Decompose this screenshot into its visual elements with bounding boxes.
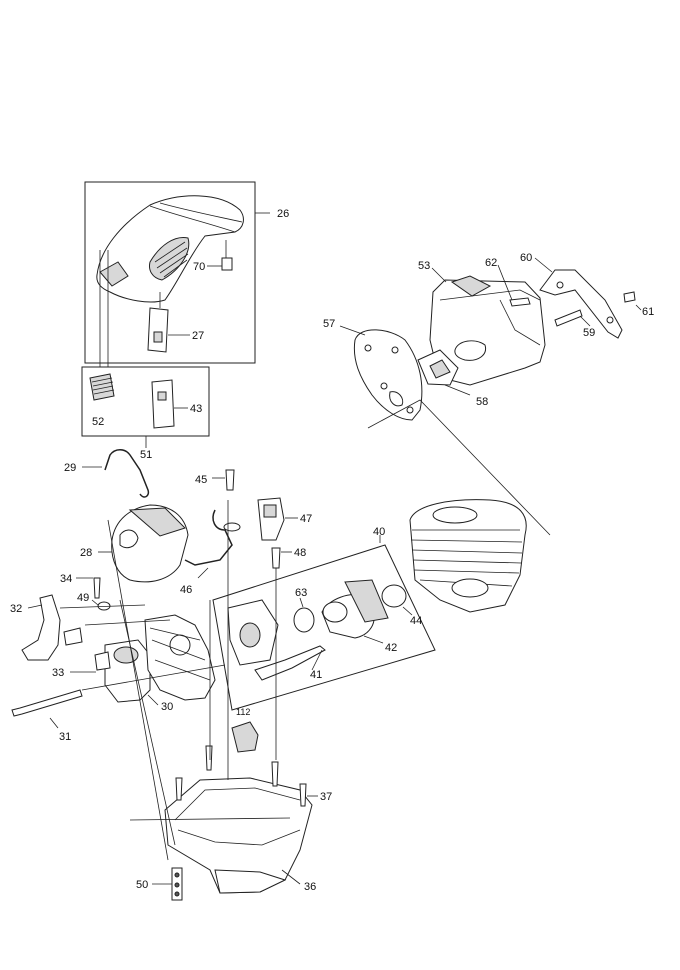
plate-57 bbox=[353, 329, 423, 421]
callout-61: 61 bbox=[642, 306, 654, 318]
callout-26: 26 bbox=[277, 208, 289, 220]
intake-box bbox=[212, 544, 436, 711]
callout-29: 29 bbox=[64, 462, 76, 474]
hose-46 bbox=[184, 509, 233, 566]
left-parts-group bbox=[11, 449, 226, 729]
callout-37: 37 bbox=[320, 791, 332, 803]
callout-52: 52 bbox=[92, 416, 104, 428]
callout-44: 44 bbox=[410, 615, 422, 627]
screw-34 bbox=[93, 577, 101, 599]
muffler-group bbox=[339, 257, 642, 536]
screw-37d bbox=[299, 783, 307, 807]
callout-47: 47 bbox=[300, 513, 312, 525]
callout-46: 46 bbox=[180, 584, 192, 596]
callout-30: 30 bbox=[161, 701, 173, 713]
tank-group bbox=[107, 500, 318, 901]
callout-43: 43 bbox=[190, 403, 202, 415]
callout-50: 50 bbox=[136, 879, 148, 891]
callout-60: 60 bbox=[520, 252, 532, 264]
screw-45 bbox=[225, 469, 235, 491]
callout-63: 63 bbox=[295, 587, 307, 599]
knob-70 bbox=[221, 257, 233, 271]
top-cover-box bbox=[84, 181, 256, 364]
spring-29 bbox=[104, 449, 150, 498]
callout-112: 112 bbox=[236, 707, 250, 717]
callout-59: 59 bbox=[583, 327, 595, 339]
callout-62: 62 bbox=[485, 257, 497, 269]
callout-53: 53 bbox=[418, 260, 430, 272]
callout-33: 33 bbox=[52, 667, 64, 679]
ring-63 bbox=[293, 607, 315, 633]
cylinder-group bbox=[409, 499, 527, 613]
filter-group bbox=[81, 366, 210, 448]
callout-51: 51 bbox=[140, 449, 152, 461]
clamp-44 bbox=[381, 584, 407, 608]
screw-37c bbox=[271, 761, 279, 787]
callout-48: 48 bbox=[294, 547, 306, 559]
callout-57: 57 bbox=[323, 318, 335, 330]
callout-27: 27 bbox=[192, 330, 204, 342]
nut-61 bbox=[623, 291, 636, 303]
flange-plate bbox=[344, 579, 389, 623]
callout-70: 70 bbox=[193, 261, 205, 273]
screw-37a bbox=[175, 777, 183, 801]
screw-37b bbox=[205, 745, 213, 771]
carburetor bbox=[144, 614, 216, 701]
intake-group bbox=[212, 535, 436, 711]
callout-32: 32 bbox=[10, 603, 22, 615]
bolt-59 bbox=[554, 309, 583, 327]
middle-parts-group bbox=[184, 469, 298, 760]
bolt-62 bbox=[509, 297, 531, 307]
top-cover-group bbox=[84, 181, 270, 367]
switch-112 bbox=[231, 721, 259, 753]
bolt-31 bbox=[11, 689, 83, 717]
handle-32 bbox=[21, 594, 61, 661]
callout-labels: 26 70 27 52 43 51 53 62 60 61 59 57 58 2… bbox=[10, 208, 654, 893]
callout-31: 31 bbox=[59, 731, 71, 743]
callout-49: 49 bbox=[77, 592, 89, 604]
cylinder bbox=[409, 499, 527, 613]
screw-48 bbox=[271, 547, 281, 569]
callout-36: 36 bbox=[304, 881, 316, 893]
filter-plate-27 bbox=[147, 307, 169, 353]
fuel-tank-36 bbox=[164, 777, 313, 894]
filter-box bbox=[81, 366, 210, 437]
lever-41 bbox=[254, 645, 326, 681]
callout-40: 40 bbox=[373, 526, 385, 538]
callout-34: 34 bbox=[60, 573, 72, 585]
callout-58: 58 bbox=[476, 396, 488, 408]
callout-42: 42 bbox=[385, 642, 397, 654]
callout-45: 45 bbox=[195, 474, 207, 486]
bracket-47 bbox=[257, 497, 285, 541]
filter-52 bbox=[89, 373, 115, 401]
filter-plate-43 bbox=[151, 379, 175, 429]
callout-28: 28 bbox=[80, 547, 92, 559]
bracket-60 bbox=[539, 269, 623, 339]
callout-41: 41 bbox=[310, 669, 322, 681]
cover-vent-grille bbox=[149, 236, 190, 281]
